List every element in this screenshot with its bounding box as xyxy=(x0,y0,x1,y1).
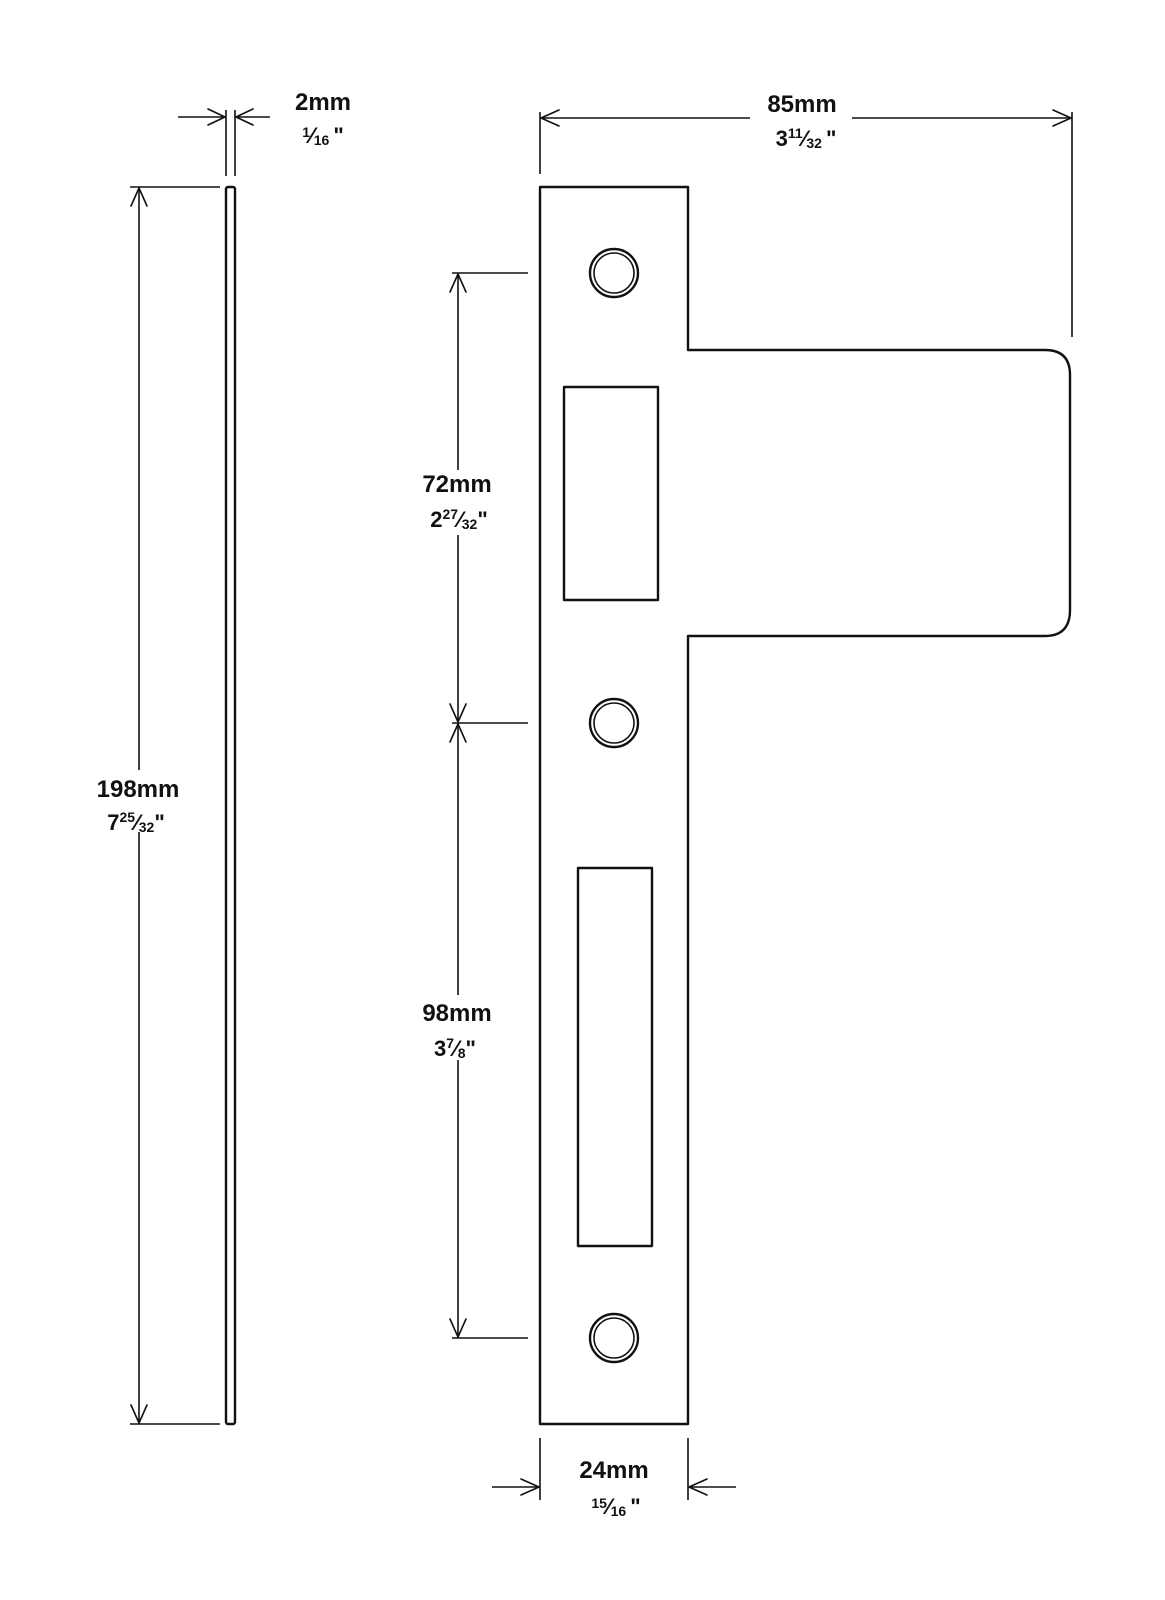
screw-hole-middle xyxy=(588,697,640,749)
side-profile xyxy=(224,185,237,1426)
screw-hole-bottom xyxy=(588,1312,640,1364)
height-arrow-top xyxy=(130,187,148,207)
lower-centers-label-imperial: 37⁄8" xyxy=(434,1035,476,1061)
latch-aperture-lower xyxy=(576,866,654,1248)
thickness-arrow-right xyxy=(235,108,254,126)
width-arrow-right xyxy=(1052,109,1072,127)
width-label-metric: 85mm xyxy=(767,91,836,118)
upper-centers-label-metric: 72mm xyxy=(422,471,491,498)
plate-width-label-metric: 24mm xyxy=(579,1457,648,1484)
thickness-label-metric: 2mm xyxy=(295,89,351,116)
screw-hole-top xyxy=(588,247,640,299)
plate-width-arrow-left xyxy=(520,1478,540,1496)
plate-width-label-imperial: 15⁄16" xyxy=(591,1494,640,1519)
thickness-arrow-left xyxy=(207,108,226,126)
width-label-imperial: 311⁄32" xyxy=(776,125,837,151)
height-label-imperial: 725⁄32" xyxy=(107,809,165,835)
strike-plate-outline xyxy=(538,185,1072,1426)
lower-centers-label-metric: 98mm xyxy=(422,1000,491,1027)
latch-aperture-upper xyxy=(562,385,660,602)
upper-centers-arrow-top xyxy=(449,273,467,293)
upper-centers-label-imperial: 227⁄32" xyxy=(430,506,488,532)
lower-centers-arrow-top xyxy=(449,723,467,743)
height-label-metric: 198mm xyxy=(97,776,180,803)
lower-centers-arrow-bottom xyxy=(449,1318,467,1338)
width-arrow-left xyxy=(540,109,560,127)
thickness-label-imperial: 1⁄16" xyxy=(302,123,344,148)
plate-width-arrow-right xyxy=(688,1478,708,1496)
upper-centers-arrow-bottom xyxy=(449,703,467,723)
height-arrow-bottom xyxy=(130,1404,148,1424)
